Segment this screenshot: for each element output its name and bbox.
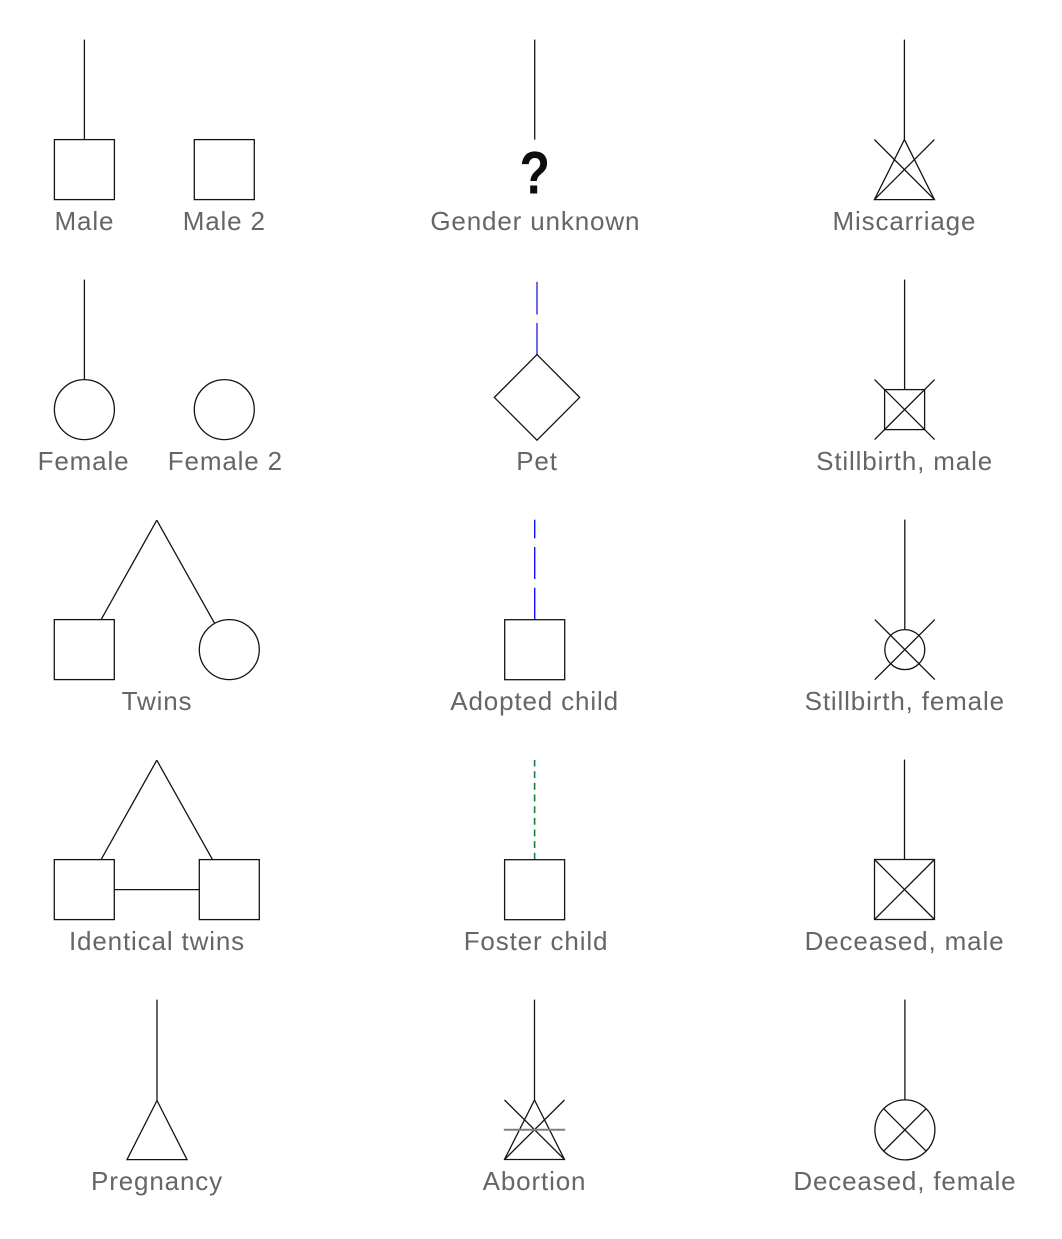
svg-text:Male 2: Male 2	[183, 206, 266, 236]
svg-text:Stillbirth, male: Stillbirth, male	[816, 446, 993, 476]
svg-text:Deceased, female: Deceased, female	[793, 1166, 1016, 1196]
svg-text:Miscarriage: Miscarriage	[833, 206, 977, 236]
svg-text:Identical twins: Identical twins	[69, 926, 245, 956]
svg-text:Foster child: Foster child	[464, 926, 609, 956]
svg-text:Twins: Twins	[122, 686, 193, 716]
svg-text:?: ?	[519, 139, 549, 206]
svg-text:Abortion: Abortion	[483, 1166, 587, 1196]
svg-text:Male: Male	[55, 206, 115, 236]
svg-text:Female: Female	[38, 446, 130, 476]
svg-text:Pet: Pet	[516, 446, 558, 476]
svg-text:Female 2: Female 2	[168, 446, 283, 476]
svg-text:Adopted child: Adopted child	[450, 686, 619, 716]
svg-text:Stillbirth, female: Stillbirth, female	[805, 686, 1005, 716]
svg-text:Pregnancy: Pregnancy	[91, 1166, 223, 1196]
svg-text:Deceased, male: Deceased, male	[805, 926, 1005, 956]
svg-text:Gender unknown: Gender unknown	[430, 206, 640, 236]
